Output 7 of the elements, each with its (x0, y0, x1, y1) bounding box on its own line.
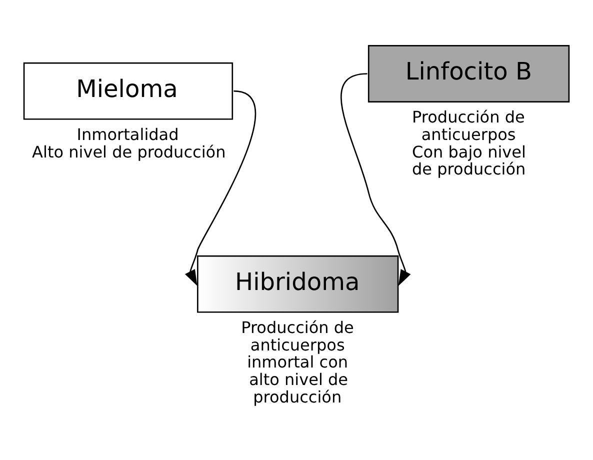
node-label: Alto nivel de producción (32, 142, 226, 162)
node-label: Producción de anticuerpos inmortal con alto nivel de producción (241, 318, 354, 406)
arrow (340, 73, 411, 286)
arrow (184, 90, 256, 286)
node-label: Inmortalidad (76, 124, 179, 144)
node-label: Con bajo nivel de producción (412, 142, 526, 179)
node-label: Producción de anticuerpos (412, 108, 525, 144)
